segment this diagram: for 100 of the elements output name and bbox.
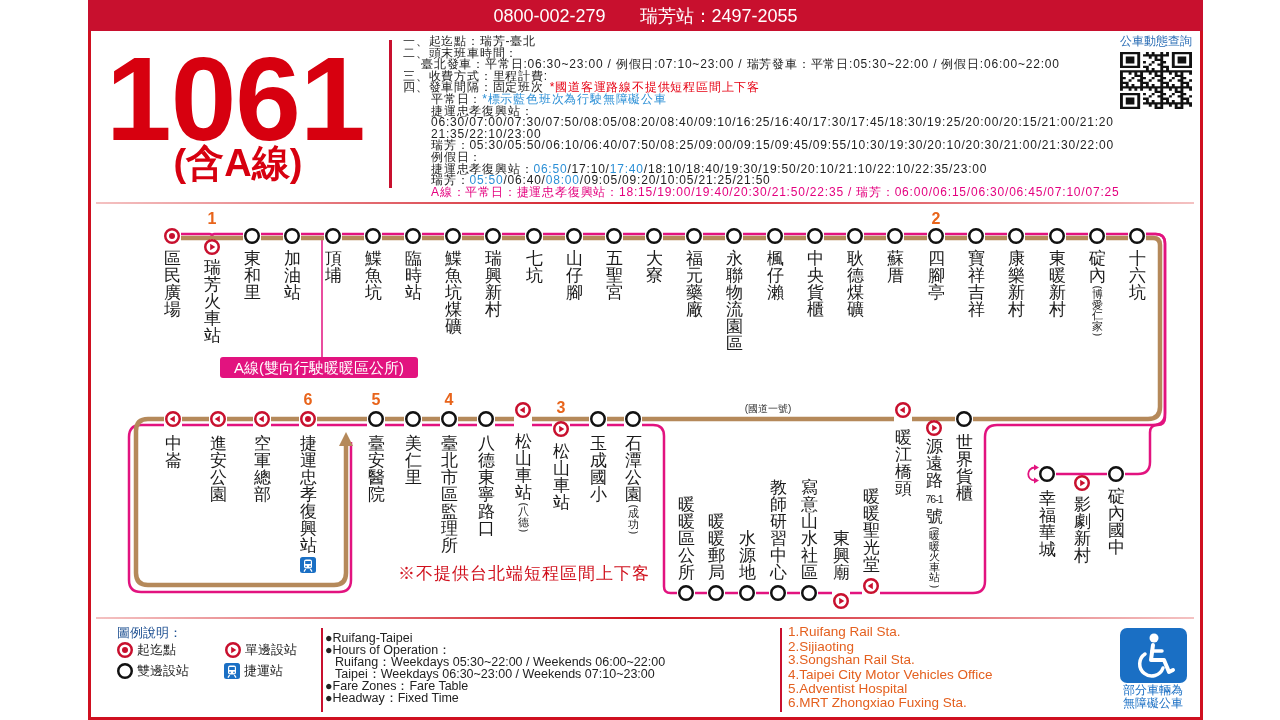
stop-name: 福元藥廠	[685, 250, 703, 318]
route-line	[422, 416, 440, 422]
legend-label: 捷運站	[244, 664, 283, 678]
list-item: 3.Songshan Rail Sta.	[788, 653, 915, 667]
route-line	[607, 416, 624, 422]
route-line	[642, 416, 894, 422]
route-line	[543, 232, 565, 236]
route-line	[261, 235, 283, 241]
stop-note: (成功)	[627, 504, 639, 535]
stop-name: 捷運忠孝復興站	[299, 435, 317, 554]
timetable-text: 17:40	[609, 163, 644, 176]
info-text: ●Headway：Fixed Time	[325, 692, 459, 704]
stop-name: 康樂新村	[1007, 250, 1025, 318]
route-line	[301, 232, 324, 236]
stop-name: 美仁里	[404, 435, 422, 486]
timetable-text: 06:50	[533, 163, 568, 176]
route-line	[818, 591, 832, 595]
info-text: 四、發車間隔：固定班次	[403, 82, 544, 94]
stop-name: 石潭公園	[624, 435, 642, 503]
route-line	[495, 416, 514, 422]
route-line	[317, 416, 367, 422]
route-line	[663, 235, 685, 241]
route-line	[342, 232, 364, 236]
stop-name: 東和里	[243, 250, 261, 301]
stop-name: 蘇厝	[886, 250, 904, 284]
header-text: 瑞芳站：2497-2055	[639, 5, 798, 26]
stop-name: 臺安醫院	[367, 435, 385, 503]
stop-name: 瑞興新村	[484, 250, 502, 318]
route-line	[583, 235, 605, 241]
stop-name: 影劇新村	[1073, 496, 1091, 564]
stop-name: 世界貨櫃	[955, 434, 973, 502]
route-line	[301, 235, 324, 241]
stop-name: 四腳亭	[927, 250, 945, 301]
route-line	[1125, 232, 1167, 476]
stop-name: 東興廟	[832, 530, 850, 581]
route-line	[743, 235, 766, 241]
route-line	[663, 232, 685, 236]
stop-name: 暖暖區公所	[677, 496, 695, 581]
stop-name: 進安公園	[209, 435, 227, 503]
route-line	[422, 423, 440, 427]
route-line	[1056, 472, 1084, 477]
stop-name: 碇內國中	[1107, 488, 1125, 556]
legend-label: 起迄點	[137, 643, 176, 657]
stop-note: (八德)	[517, 502, 529, 533]
stop-name: 八德東寧路口	[477, 435, 495, 537]
note-text: *國道客運路線不提供短程區間上下客	[549, 82, 761, 94]
route-line	[385, 416, 404, 422]
note-text: *標示藍色班次為行駛無障礙公車	[482, 93, 667, 106]
stop-name: 臨時站	[404, 250, 422, 301]
stop-name: 加油站	[283, 250, 301, 301]
route-line	[261, 232, 283, 236]
route-line	[824, 235, 846, 241]
info-text: ●Ruifang-Taipei	[325, 631, 413, 644]
route-line	[227, 423, 253, 427]
stop-name: 鰈魚坑	[364, 250, 382, 301]
stop-name: 松山車站	[552, 443, 570, 511]
legend-heading: 圖例說明：	[117, 626, 182, 640]
route-line	[1080, 472, 1107, 477]
timetable-text: /06:40/	[503, 175, 546, 187]
stop-number: 5	[371, 392, 381, 408]
route-line	[973, 235, 1163, 422]
route-line	[904, 235, 927, 241]
stop-name: 永聯物流園區	[725, 250, 743, 352]
route-line	[182, 416, 209, 422]
route-line	[532, 416, 564, 423]
stop-name: 暖暖聖光堂	[862, 488, 880, 573]
stop-name: 幸福華城	[1038, 490, 1056, 558]
stop-name: 松山車站	[514, 433, 532, 501]
route-line	[743, 232, 766, 236]
list-item: 4.Taipei City Motor Vehicles Office	[788, 667, 993, 682]
route-label: A線(雙向行駛暖暖區公所)	[220, 357, 418, 378]
route-line	[1025, 232, 1048, 236]
route-line	[182, 423, 209, 427]
route-line	[317, 423, 367, 427]
edge-label: (國道一號)	[742, 402, 794, 414]
route-line	[623, 232, 645, 236]
route-line	[784, 235, 806, 241]
info-text: 平常日：	[431, 93, 483, 106]
route-line	[787, 591, 800, 595]
stop-name: 暖江橋頭	[894, 429, 912, 497]
route-line	[1106, 232, 1128, 236]
route-line	[422, 235, 444, 241]
route-line	[181, 232, 214, 239]
route-line	[210, 232, 243, 239]
stop-number: 2	[931, 211, 941, 227]
route-line	[1025, 235, 1048, 241]
stop-name: 五聖宮	[605, 250, 623, 301]
route-line	[695, 591, 707, 595]
route-line	[945, 232, 967, 236]
route-line	[462, 235, 484, 241]
stop-number: 4	[444, 392, 454, 408]
timetable-text: /09:05/09:20/10:05/21:25/21:50	[579, 175, 771, 187]
stop-name: 暖暖郵局	[707, 513, 725, 581]
route-line	[904, 232, 927, 236]
route-line	[850, 591, 862, 595]
stop-name: 耿德煤礦	[846, 250, 864, 318]
info-text: 一、起迄點：瑞芳-臺北	[403, 35, 536, 48]
stop-name: 臺北市區監理所	[440, 435, 458, 554]
route-line	[543, 235, 565, 241]
note-text: ※不提供台北端短程區間上下客	[398, 565, 650, 583]
